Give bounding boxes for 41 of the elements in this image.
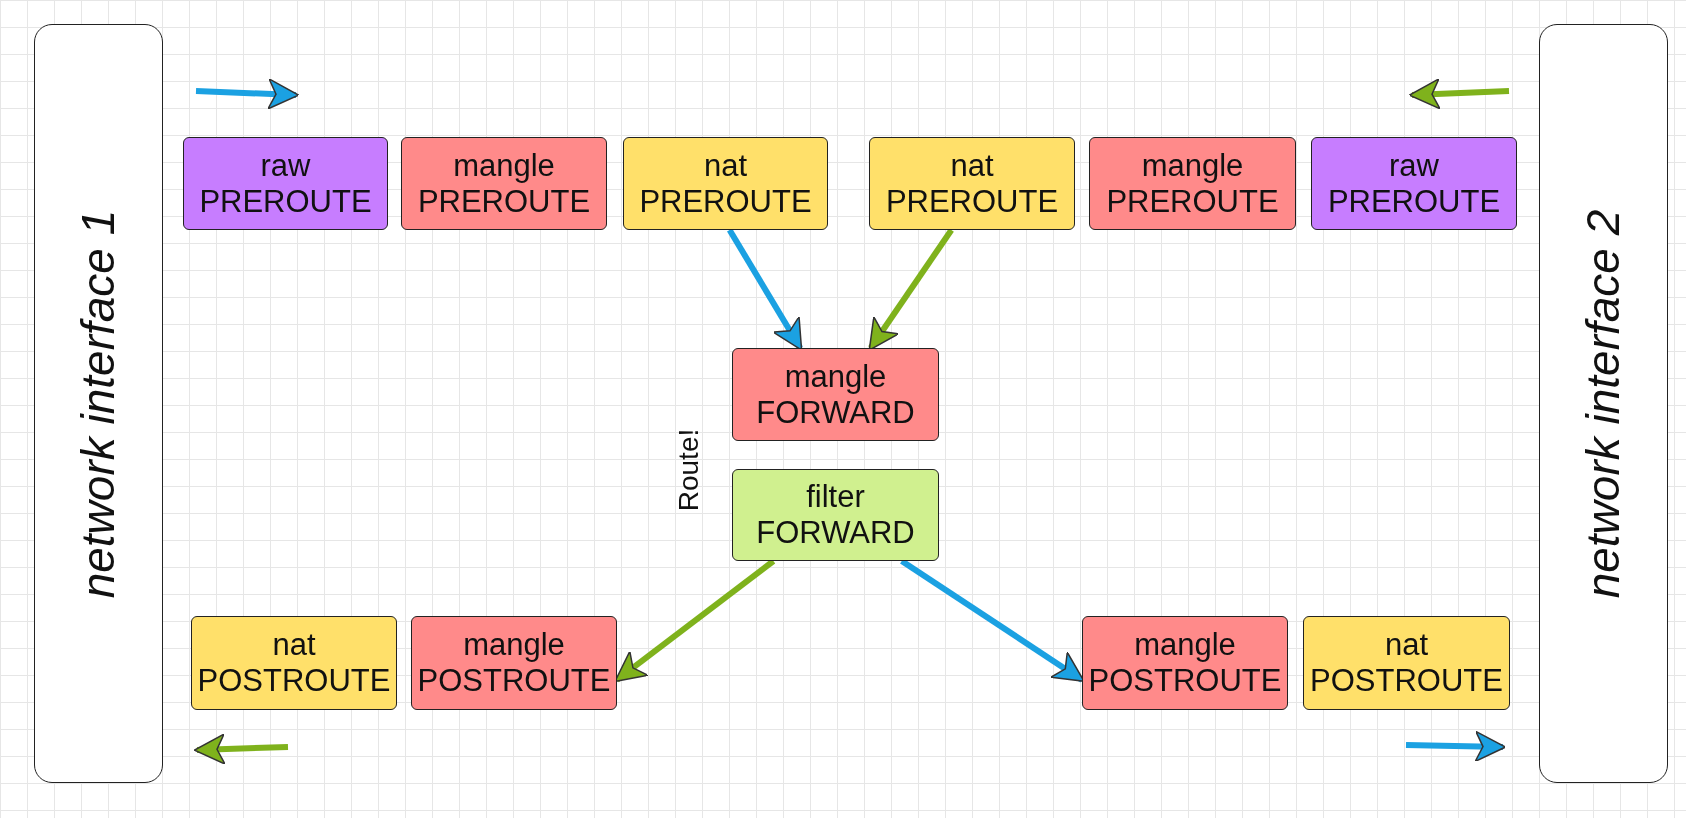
interface-panel <box>1539 24 1668 783</box>
table-name: mangle <box>453 147 555 184</box>
interface-label: network interface 2 <box>1576 209 1631 598</box>
route-note: Route! <box>673 428 706 512</box>
table-chain-box <box>1311 137 1517 230</box>
chain-name: FORWARD <box>756 515 915 551</box>
table-chain-box <box>411 616 617 710</box>
chain-name: PREROUTE <box>199 183 372 220</box>
table-chain-box <box>732 469 939 561</box>
table-chain-box <box>623 137 828 230</box>
table-chain-box <box>732 348 939 441</box>
chain-name: PREROUTE <box>1327 183 1501 220</box>
table-chain-box <box>401 137 607 230</box>
table-name: mangle <box>1134 627 1236 663</box>
chain-name: POSTROUTE <box>197 663 391 699</box>
table-name: mangle <box>1141 147 1244 184</box>
table-name: nat <box>272 627 316 663</box>
chain-name: PREROUTE <box>885 183 1059 220</box>
chain-name: POSTROUTE <box>1310 663 1503 699</box>
table-name: filter <box>806 479 865 515</box>
table-chain-box <box>183 137 388 230</box>
chain-name: PREROUTE <box>417 183 591 220</box>
table-name: nat <box>950 147 994 184</box>
table-chain-box <box>869 137 1075 230</box>
table-chain-box <box>1089 137 1296 230</box>
chain-name: PREROUTE <box>1106 183 1279 220</box>
table-chain-box <box>191 616 397 710</box>
chain-name: FORWARD <box>756 394 915 431</box>
table-name: mangle <box>784 358 887 395</box>
table-name: nat <box>703 147 748 184</box>
table-name: mangle <box>463 627 565 663</box>
table-chain-box <box>1082 616 1288 710</box>
interface-panel <box>34 24 163 783</box>
table-name: raw <box>1389 147 1439 184</box>
table-name: raw <box>260 147 311 184</box>
chain-name: PREROUTE <box>639 183 812 220</box>
interface-label: network interface 1 <box>71 209 126 598</box>
chain-name: POSTROUTE <box>1088 663 1282 699</box>
table-name: nat <box>1384 627 1429 663</box>
table-chain-box <box>1303 616 1510 710</box>
chain-name: POSTROUTE <box>417 663 611 699</box>
